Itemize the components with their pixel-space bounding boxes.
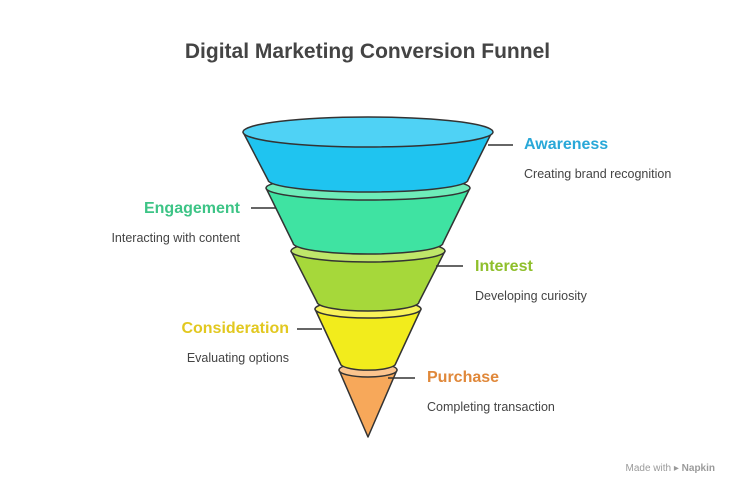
stage-desc-purchase: Completing transaction (427, 400, 555, 414)
napkin-logo-icon: ▸ (673, 463, 679, 474)
diagram-title: Digital Marketing Conversion Funnel (184, 40, 551, 63)
watermark: Made with ▸ Napkin (625, 463, 715, 474)
stage-desc-engagement: Interacting with content (111, 231, 240, 245)
stage-desc-interest: Developing curiosity (475, 289, 587, 303)
stage-title-engagement: Engagement (143, 200, 240, 217)
stage-desc-awareness: Creating brand recognition (524, 167, 672, 181)
funnel-segment-purchase (338, 369, 398, 438)
stage-title-purchase: Purchase (427, 369, 500, 386)
funnel-segment-consideration (314, 308, 422, 371)
stage-title-awareness: Awareness (524, 136, 609, 153)
stage-title-interest: Interest (475, 258, 533, 275)
funnel-rim-awareness (242, 116, 494, 148)
stage-desc-consideration: Evaluating options (186, 351, 289, 365)
watermark-prefix: Made with (625, 463, 672, 474)
funnel-segment-awareness (242, 131, 493, 193)
funnel-segment-interest (290, 250, 446, 312)
stage-title-consideration: Consideration (181, 320, 289, 337)
funnel-segment-engagement (265, 187, 471, 255)
watermark-brand: Napkin (681, 463, 715, 474)
